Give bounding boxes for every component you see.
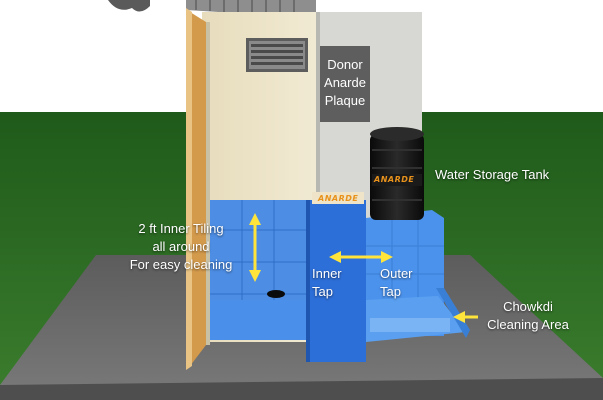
outer-tap-line-2: Tap [380, 284, 401, 299]
vent-grille-icon [246, 38, 308, 72]
partition-wall [308, 200, 366, 362]
door-hinge-post [206, 22, 210, 345]
roof-ridges [195, 0, 295, 17]
door-edge [186, 8, 192, 370]
plaque-line-1: Donor [327, 57, 363, 72]
side-wall-shade [314, 12, 320, 240]
chowkdi-line-1: Chowkdi [503, 299, 553, 314]
brand-band [312, 192, 364, 204]
platform-edge [0, 378, 603, 400]
donor-plaque [320, 46, 370, 122]
water-storage-tank [370, 127, 424, 220]
plaque-label: Donor Anarde Plaque [320, 56, 370, 110]
wall-brand-logo: ANARDE [318, 194, 359, 203]
tiling-label: 2 ft Inner Tiling all around For easy cl… [118, 220, 244, 274]
outer-tap-label: Outer Tap [380, 265, 413, 301]
plaque-line-2: Anarde [324, 75, 366, 90]
inner-tap-line-2: Tap [312, 284, 333, 299]
inner-tap-line-1: Inner [312, 266, 342, 281]
tank-brand-logo: ANARDE [374, 175, 415, 184]
cloud-shape [108, 0, 150, 12]
tiling-line-1: 2 ft Inner Tiling [138, 221, 224, 236]
outer-tap-line-1: Outer [380, 266, 413, 281]
chowkdi-label: Chowkdi Cleaning Area [480, 298, 576, 334]
tiling-line-3: For easy cleaning [129, 257, 233, 272]
toilet-pan-hole [267, 290, 285, 298]
chowkdi-line-2: Cleaning Area [487, 317, 569, 332]
tiling-line-2: all around [152, 239, 210, 254]
open-door [190, 12, 206, 366]
partition-edge [306, 200, 310, 362]
water-tank-label: Water Storage Tank [435, 167, 550, 182]
plaque-line-3: Plaque [324, 93, 366, 108]
inner-tap-label: Inner Tap [312, 265, 342, 301]
chowkdi-floor [370, 318, 450, 332]
toilet-floor [210, 300, 306, 340]
